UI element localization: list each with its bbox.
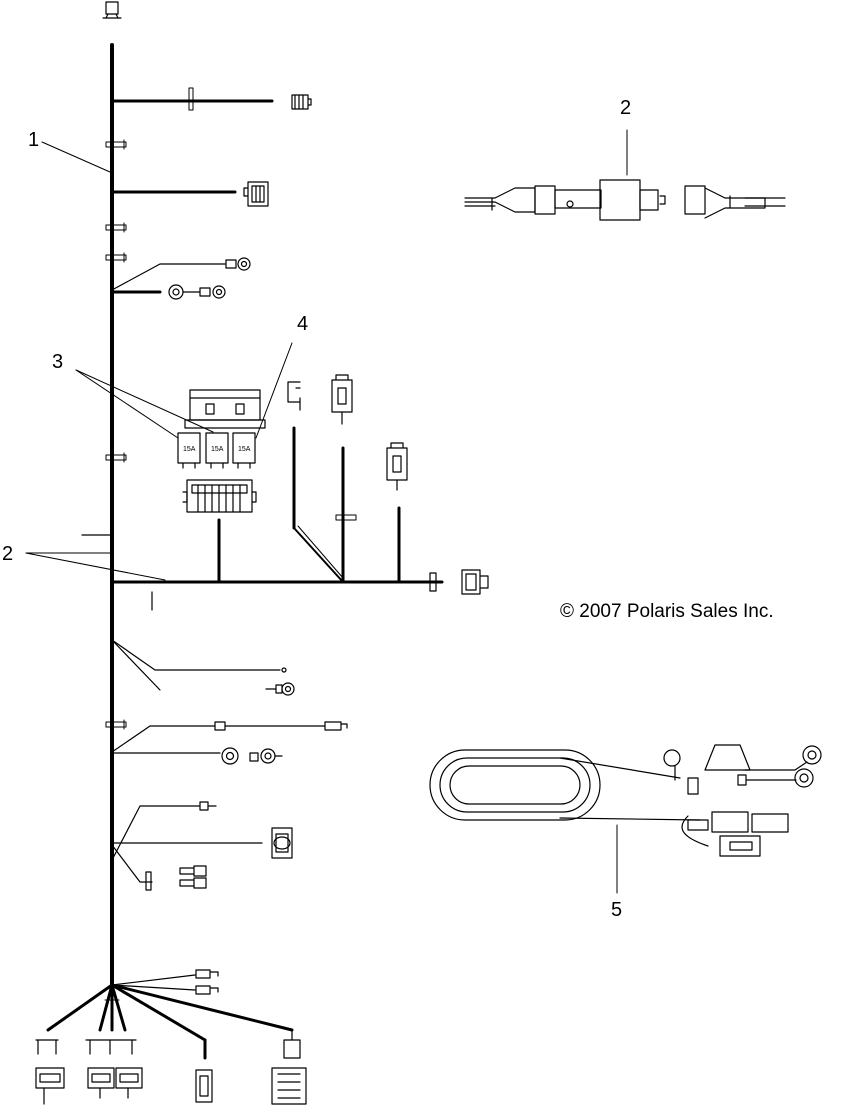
bottom-connector-4 [271, 1029, 307, 1105]
bottom-connector-1 [35, 1039, 65, 1105]
fuses [177, 432, 256, 469]
lower-wire-branch-3 [111, 801, 293, 891]
fuse-label-3: 15A [238, 446, 251, 453]
top-grommet-connector [102, 1, 122, 19]
upper-branch-connector-2 [110, 181, 269, 207]
bottom-fanout-wires [46, 974, 294, 1042]
copyright-notice: © 2007 Polaris Sales Inc. [560, 601, 774, 622]
fuse-block-base [182, 479, 257, 584]
callout-1: 1 [28, 129, 39, 151]
small-bracket-connector [287, 381, 344, 583]
trunk-clips [105, 139, 127, 730]
callout-3: 3 [52, 351, 63, 373]
fuse-label-1: 15A [183, 446, 196, 453]
upper-branch-connector-1 [110, 87, 312, 111]
relay-connector-1 [331, 374, 357, 584]
bottom-connector-2 [85, 1039, 143, 1099]
ground-ring-terminals [110, 257, 251, 300]
relay-connector-2 [386, 442, 408, 584]
fuse-box-cover [184, 389, 266, 429]
detail-inline-fuse-holder [464, 179, 786, 221]
lower-wire-branch-2 [111, 721, 348, 765]
middle-branch-connector [429, 569, 489, 595]
callout-2-right: 2 [620, 97, 631, 119]
bottom-connector-3 [195, 1038, 213, 1103]
bottom-fanout-small-connectors [195, 969, 219, 995]
leader-lines [25, 129, 628, 894]
detail-cable-with-terminals [429, 744, 822, 857]
callout-4: 4 [297, 313, 308, 335]
callout-5: 5 [611, 899, 622, 921]
callout-2-left: 2 [2, 543, 13, 565]
fuse-label-2: 15A [211, 446, 224, 453]
lower-wire-branch-1 [111, 639, 295, 696]
